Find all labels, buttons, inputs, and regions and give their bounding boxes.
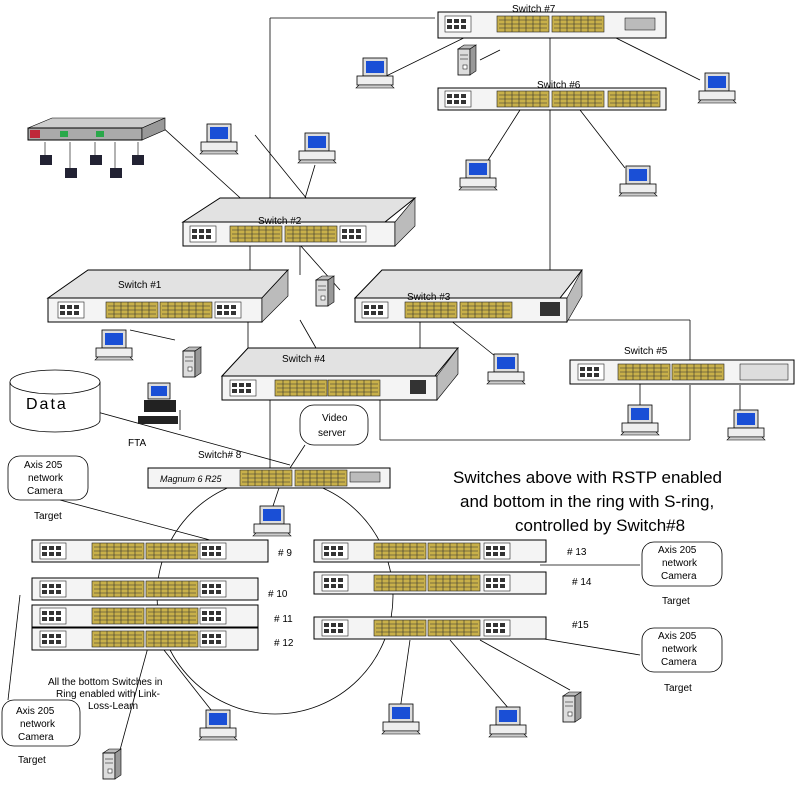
fta-workstation[interactable]: FTA xyxy=(128,382,178,449)
switch-6-label: Switch #6 xyxy=(537,80,581,91)
camera-2-target: Target xyxy=(662,596,690,607)
switch-13-label: # 13 xyxy=(567,547,587,558)
switch-6[interactable]: Switch #6 xyxy=(437,80,667,111)
switch-11[interactable]: # 11 xyxy=(31,604,293,628)
ring-note-line1: All the bottom Switches in xyxy=(48,677,163,688)
switch-5[interactable]: Switch #5 xyxy=(569,346,795,385)
switch-12[interactable]: # 12 xyxy=(31,627,294,651)
rstp-note-line1: Switches above with RSTP enabled xyxy=(453,468,722,487)
camera-1-line2: network xyxy=(28,473,64,484)
camera-2-line1: Axis 205 xyxy=(658,545,697,556)
rstp-note: Switches above with RSTP enabled and bot… xyxy=(453,468,722,535)
switch-5-label: Switch #5 xyxy=(624,346,668,357)
camera-4-target: Target xyxy=(18,755,46,766)
rstp-note-line3: controlled by Switch#8 xyxy=(515,516,685,535)
switch-7-label: Switch #7 xyxy=(512,4,556,15)
data-store-label: Data xyxy=(26,396,68,413)
switch-8-label: Switch# 8 xyxy=(198,450,242,461)
switch-3[interactable]: Switch #3 xyxy=(353,269,584,324)
switch-10-label: # 10 xyxy=(268,589,288,600)
camera-3-line2: network xyxy=(662,644,698,655)
video-server-line1: Video xyxy=(322,413,348,424)
camera-4-line3: Camera xyxy=(18,732,54,743)
switch-9[interactable]: # 9 xyxy=(31,539,292,563)
hub[interactable] xyxy=(27,117,166,141)
switch-15[interactable]: #15 xyxy=(313,616,589,640)
ring-note-line3: Loss-Learn xyxy=(88,701,138,712)
video-server[interactable]: Video server xyxy=(299,404,369,446)
switch-12-label: # 12 xyxy=(274,638,294,649)
camera-2[interactable]: Axis 205 network Camera Target xyxy=(641,541,723,607)
camera-3-target: Target xyxy=(664,683,692,694)
switch-14[interactable]: # 14 xyxy=(313,571,592,595)
camera-4-line1: Axis 205 xyxy=(16,706,55,717)
switch-13[interactable]: # 13 xyxy=(313,539,587,563)
camera-1-line1: Axis 205 xyxy=(24,460,63,471)
camera-3-line3: Camera xyxy=(661,657,697,668)
switch-7[interactable]: Switch #7 xyxy=(437,4,667,39)
camera-3[interactable]: Axis 205 network Camera Target xyxy=(641,627,723,694)
camera-1-target: Target xyxy=(34,511,62,522)
switch-14-label: # 14 xyxy=(572,577,592,588)
data-store[interactable]: Data xyxy=(9,369,101,433)
switch-9-label: # 9 xyxy=(278,548,292,559)
switch-2[interactable]: Switch #2 xyxy=(181,197,417,247)
switch-11-label: # 11 xyxy=(274,614,293,625)
hub-phones xyxy=(40,142,144,178)
video-server-line2: server xyxy=(318,428,346,439)
switch-10[interactable]: # 10 xyxy=(31,577,288,601)
camera-3-line1: Axis 205 xyxy=(658,631,697,642)
switch-2-label: Switch #2 xyxy=(258,216,302,227)
ring-note-line2: Ring enabled with Link- xyxy=(56,689,160,700)
camera-4-line2: network xyxy=(20,719,56,730)
switch-4[interactable]: Switch #4 xyxy=(220,347,460,401)
switch-8[interactable]: Magnum 6 R25 Switch# 8 xyxy=(147,450,391,489)
switch-15-label: #15 xyxy=(572,620,589,631)
camera-1[interactable]: Axis 205 network Camera Target xyxy=(7,455,89,522)
ring-note: All the bottom Switches in Ring enabled … xyxy=(48,677,163,712)
switch-3-label: Switch #3 xyxy=(407,292,451,303)
switch-1[interactable]: Switch #1 xyxy=(46,269,290,323)
fta-label: FTA xyxy=(128,438,146,449)
switch-1-label: Switch #1 xyxy=(118,280,162,291)
camera-4[interactable]: Axis 205 network Camera Target xyxy=(1,699,81,766)
camera-2-line2: network xyxy=(662,558,698,569)
switch-4-label: Switch #4 xyxy=(282,354,326,365)
camera-1-line3: Camera xyxy=(27,486,63,497)
switch-8-brand: Magnum 6 R25 xyxy=(160,474,223,484)
rstp-note-line2: and bottom in the ring with S-ring, xyxy=(460,492,714,511)
camera-2-line3: Camera xyxy=(661,571,697,582)
